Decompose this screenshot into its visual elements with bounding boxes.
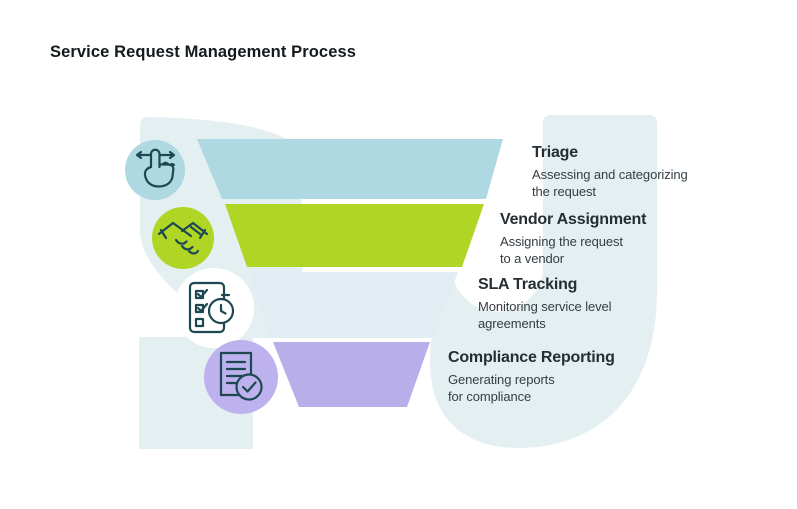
checklist-clock-icon <box>188 281 235 334</box>
funnel-stage-sla-tracking <box>249 272 458 338</box>
stage-title: Vendor Assignment <box>500 211 647 228</box>
stage-title: SLA Tracking <box>478 276 578 293</box>
swipe-hand-icon <box>135 148 176 188</box>
icon-glyph-layer <box>135 148 263 401</box>
funnel-stage-compliance-reporting <box>273 342 430 407</box>
page-title: Service Request Management Process <box>50 43 357 61</box>
stage-title: Triage <box>532 144 578 161</box>
stage-title: Compliance Reporting <box>448 349 615 366</box>
document-check-icon <box>219 351 263 401</box>
backdrop-j-shape <box>430 115 657 448</box>
vendor-icon-circle <box>152 207 214 269</box>
funnel-stage-triage <box>197 139 503 199</box>
funnel-stage-vendor-assignment <box>225 204 484 267</box>
handshake-icon <box>157 221 209 255</box>
